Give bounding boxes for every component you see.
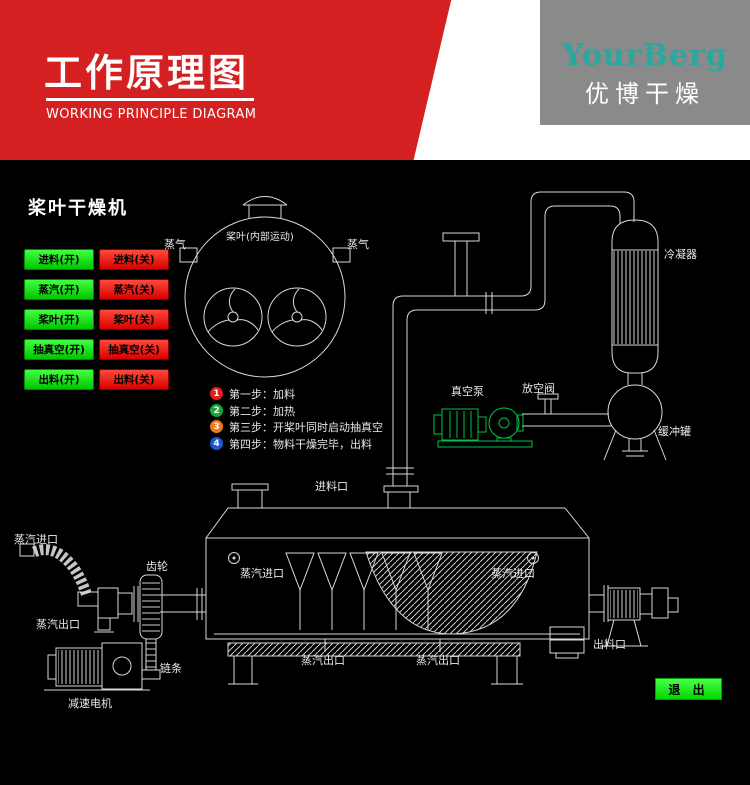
step-1: 1 第一步：加料	[210, 387, 295, 401]
button-feed-on[interactable]: 进料(开)	[24, 249, 94, 270]
step-4-text: 第四步：物料干燥完毕，出料	[229, 437, 372, 451]
steam-left-label: 蒸气	[164, 238, 186, 251]
buffer-tank-label: 缓冲罐	[658, 425, 691, 438]
discharge-port-label: 出料口	[593, 638, 626, 651]
button-paddle-on[interactable]: 桨叶(开)	[24, 309, 94, 330]
gear-motor-label: 减速电机	[68, 697, 112, 710]
buffer-tank-vessel	[603, 384, 667, 461]
brand-block: YourBerg 优博干燥	[540, 0, 750, 125]
step-3-text: 第三步：开桨叶同时启动抽真空	[229, 420, 383, 434]
dryer-body-drawing	[205, 483, 590, 685]
chain-label: 链条	[160, 662, 182, 675]
step-1-text: 第一步：加料	[229, 387, 295, 401]
page-subtitle: WORKING PRINCIPLE DIAGRAM	[46, 107, 257, 122]
button-discharge-on[interactable]: 出料(开)	[24, 369, 94, 390]
button-discharge-off[interactable]: 出料(关)	[99, 369, 169, 390]
vacuum-pipe	[386, 191, 635, 486]
vacuum-pump-symbol	[433, 407, 533, 448]
steam-out-left-label: 蒸汽出口	[36, 618, 80, 631]
vent-valve-symbol	[522, 393, 612, 427]
machine-title: 桨叶干燥机	[28, 198, 128, 219]
discharge-end-drive	[589, 585, 679, 647]
steam-in-body-left-label: 蒸汽进口	[240, 567, 284, 580]
steam-hose	[19, 543, 139, 633]
principle-diagram-art	[19, 191, 679, 691]
vent-valve-label: 放空阀	[522, 382, 555, 395]
steam-right-label: 蒸气	[347, 238, 369, 251]
gear-label: 齿轮	[146, 560, 168, 573]
steam-in-hose-label: 蒸汽进口	[14, 533, 58, 546]
steam-out-bottom-left-label: 蒸汽出口	[301, 654, 345, 667]
button-vacuum-on[interactable]: 抽真空(开)	[24, 339, 94, 360]
exit-button[interactable]: 退 出	[655, 678, 722, 700]
title-underline	[46, 98, 254, 101]
steam-in-body-right-label: 蒸汽进口	[491, 567, 535, 580]
condenser-vessel	[611, 219, 659, 385]
button-feed-off[interactable]: 进料(关)	[99, 249, 169, 270]
step-2-text: 第二步：加热	[229, 404, 295, 418]
header: 工作原理图 WORKING PRINCIPLE DIAGRAM YourBerg…	[0, 0, 750, 160]
page-title: 工作原理图	[44, 51, 250, 95]
button-paddle-off[interactable]: 桨叶(关)	[99, 309, 169, 330]
step-3: 3 第三步：开桨叶同时启动抽真空	[210, 420, 383, 434]
step-4: 4 第四步：物料干燥完毕，出料	[210, 437, 372, 451]
vacuum-pump-label: 真空泵	[451, 385, 484, 398]
vessel-schematic	[179, 196, 351, 378]
vessel-inner-label: 桨叶(内部运动)	[226, 232, 294, 243]
feed-port-label: 进料口	[315, 480, 348, 493]
step-4-badge: 4	[210, 437, 223, 450]
brand-logo: YourBerg	[562, 38, 728, 73]
steam-out-bottom-right-label: 蒸汽出口	[416, 654, 460, 667]
hmi-main-area: 桨叶干燥机 进料(开) 进料(关) 蒸汽(开) 蒸汽(关) 桨叶(开) 桨叶(关…	[0, 160, 750, 785]
step-2: 2 第二步：加热	[210, 404, 295, 418]
button-steam-off[interactable]: 蒸汽(关)	[99, 279, 169, 300]
brand-name: 优博干燥	[585, 80, 705, 108]
step-3-badge: 3	[210, 420, 223, 433]
step-1-badge: 1	[210, 387, 223, 400]
red-banner: 工作原理图 WORKING PRINCIPLE DIAGRAM	[0, 0, 452, 160]
gear-drive	[44, 574, 206, 691]
button-steam-on[interactable]: 蒸汽(开)	[24, 279, 94, 300]
button-vacuum-off[interactable]: 抽真空(关)	[99, 339, 169, 360]
step-2-badge: 2	[210, 404, 223, 417]
condenser-label: 冷凝器	[664, 248, 697, 261]
